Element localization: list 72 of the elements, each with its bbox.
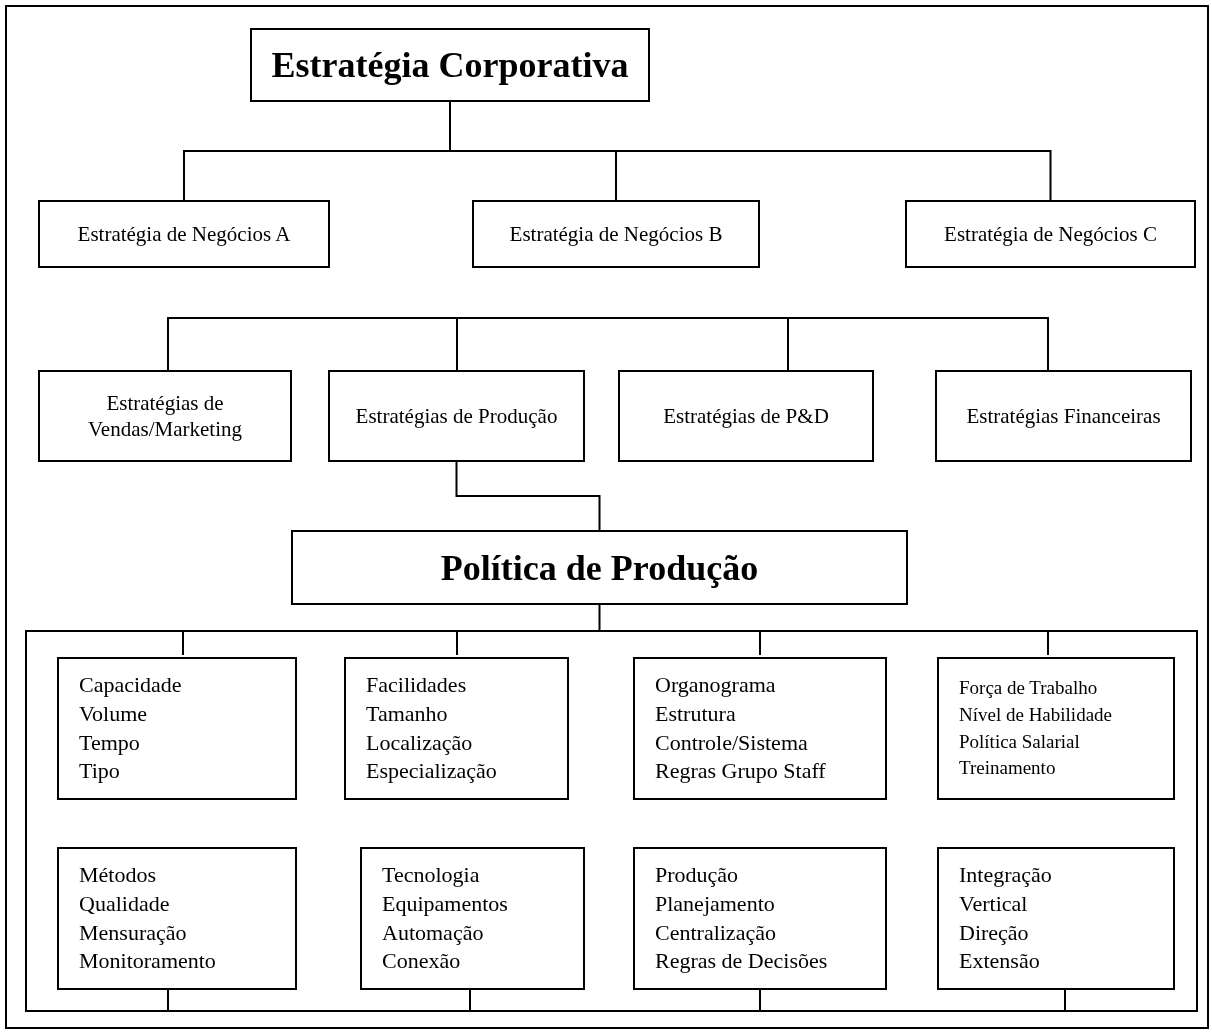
connector-line	[469, 987, 471, 1013]
strategy-box	[38, 200, 330, 268]
box-label: Automação	[382, 918, 484, 947]
strategy-box	[935, 370, 1192, 462]
connector-line	[759, 987, 761, 1013]
box-label: Tecnologia	[382, 861, 480, 890]
connector-line	[598, 604, 601, 631]
box-label: Força de Trabalho	[959, 676, 1098, 701]
box-label: Estratégias de P&D	[663, 402, 829, 430]
connector-line	[1047, 629, 1049, 656]
box-label: Estratégia Corporativa	[271, 44, 629, 87]
strategy-box	[38, 370, 292, 462]
connector-line	[607, 317, 1049, 371]
item-box	[57, 657, 297, 800]
box-label: Estratégia de Negócios C	[944, 220, 1157, 248]
box-label: Conexão	[382, 947, 461, 976]
box-label: Centralização	[655, 918, 776, 947]
connector-line	[455, 461, 601, 531]
box-label: Regras Grupo Staff	[655, 757, 826, 786]
box-label: Produção	[655, 861, 739, 890]
box-label: Métodos	[79, 861, 156, 890]
item-box	[57, 847, 297, 990]
frame-box	[25, 630, 1198, 1012]
box-label: Volume	[79, 699, 148, 728]
box-label: Extensão	[959, 947, 1040, 976]
item-box	[344, 657, 569, 800]
strategy-box	[472, 200, 760, 268]
box-label: Treinamento	[959, 756, 1056, 781]
item-box	[360, 847, 585, 990]
box-label: Tipo	[79, 757, 120, 786]
item-box	[937, 847, 1175, 990]
strategy-box	[905, 200, 1196, 268]
box-label: Integração	[959, 861, 1052, 890]
box-label: Tempo	[79, 728, 140, 757]
box-label: Organograma	[655, 671, 776, 700]
box-label: Planejamento	[655, 889, 775, 918]
title-box	[291, 530, 908, 605]
box-label: Vertical	[959, 889, 1028, 918]
item-box	[633, 657, 887, 800]
box-label: Direção	[959, 918, 1029, 947]
strategy-box	[618, 370, 874, 462]
connector-line	[1064, 987, 1066, 1013]
connector-line	[456, 317, 609, 371]
connector-line	[167, 987, 169, 1013]
box-label: Estratégias de Vendas/Marketing	[87, 389, 243, 443]
box-label: Tamanho	[366, 699, 448, 728]
box-label: Facilidades	[366, 671, 467, 700]
box-label: Regras de Decisões	[655, 947, 828, 976]
box-label: Capacidade	[79, 671, 182, 700]
box-label: Política de Produção	[440, 546, 759, 590]
box-label: Estratégias de Produção	[355, 402, 558, 430]
box-label: Estratégias Financeiras	[966, 402, 1161, 430]
box-label: Controle/Sistema	[655, 728, 808, 757]
connector-line	[449, 101, 1052, 201]
connector-line	[456, 629, 458, 656]
box-label: Estratégia de Negócios A	[77, 220, 291, 248]
strategy-box	[328, 370, 585, 462]
box-label: Política Salarial	[959, 729, 1080, 754]
box-label: Nível de Habilidade	[959, 702, 1112, 727]
box-label: Especialização	[366, 757, 497, 786]
box-label: Qualidade	[79, 889, 170, 918]
box-label: Equipamentos	[382, 889, 508, 918]
connector-line	[759, 629, 761, 656]
connector-line	[182, 629, 184, 656]
item-box	[633, 847, 887, 990]
box-label: Localização	[366, 728, 473, 757]
box-label: Mensuração	[79, 918, 187, 947]
box-label: Estrutura	[655, 699, 736, 728]
box-label: Monitoramento	[79, 947, 216, 976]
title-box	[250, 28, 650, 102]
item-box	[937, 657, 1175, 800]
box-label: Estratégia de Negócios B	[509, 220, 723, 248]
